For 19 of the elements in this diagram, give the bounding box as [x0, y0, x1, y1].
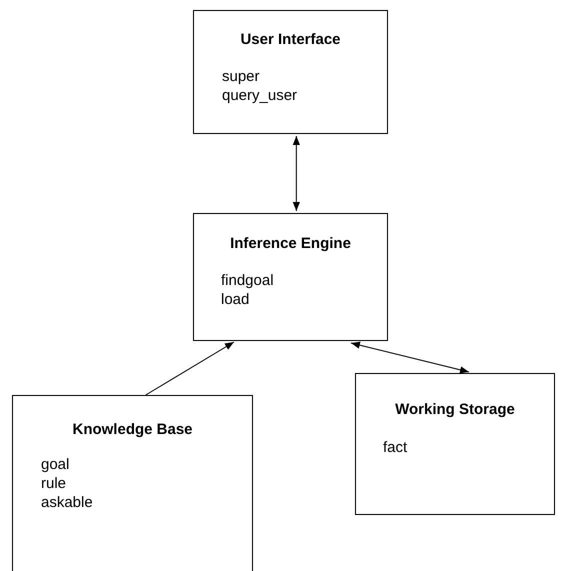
list-item: fact: [383, 439, 408, 457]
box-title: Working Storage: [394, 401, 516, 419]
process-box: [12, 395, 253, 571]
list-item: query_user: [222, 87, 298, 105]
box-title: Knowledge Base: [71, 421, 194, 439]
list-item: rule: [41, 475, 66, 493]
list-item: load: [221, 291, 250, 309]
arrow: [292, 136, 300, 212]
process-box: [193, 213, 388, 341]
process-box: [355, 373, 555, 515]
box-title: User Interface: [239, 31, 342, 49]
arrow: [350, 342, 470, 374]
process-box: [193, 10, 388, 134]
arrow: [145, 342, 234, 396]
list-item: findgoal: [221, 272, 274, 290]
box-title: Inference Engine: [229, 235, 352, 253]
list-item: super: [222, 68, 260, 86]
list-item: askable: [41, 494, 93, 512]
list-item: goal: [41, 456, 70, 474]
